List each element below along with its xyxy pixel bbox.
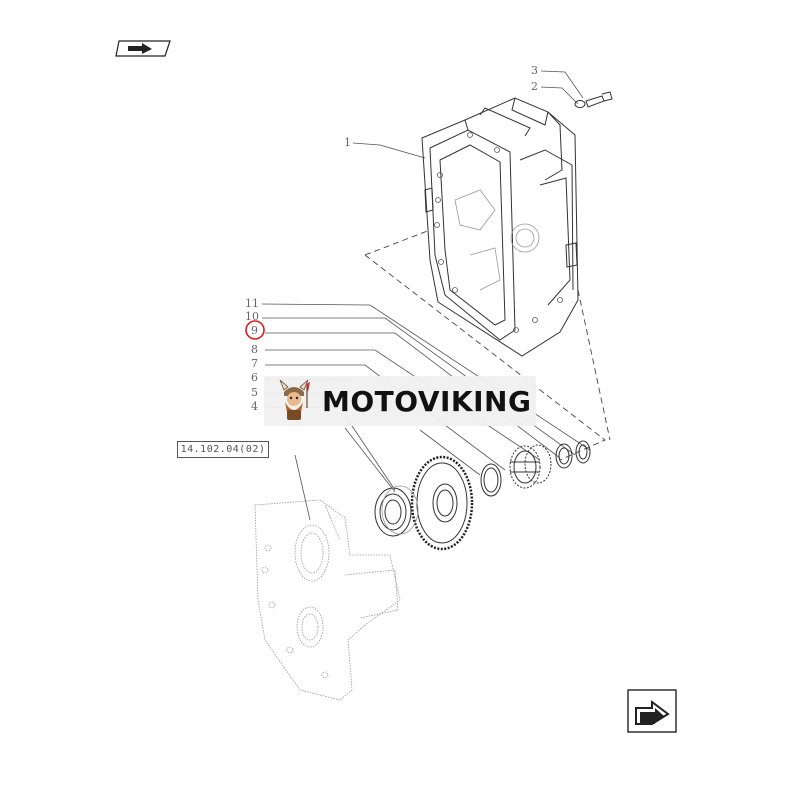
next-page-arrow-icon[interactable] [627, 689, 677, 733]
large-spur-gear [410, 455, 474, 551]
callout-11: 11 [245, 297, 259, 310]
callout-6: 6 [251, 371, 258, 384]
callout-3: 3 [531, 64, 538, 77]
callout-8: 8 [251, 343, 258, 356]
viking-mascot-icon [279, 379, 310, 420]
book-arrow-icon[interactable] [115, 40, 171, 57]
transmission-housing [421, 97, 579, 357]
spline-gear-small [509, 444, 552, 489]
callout-4: 4 [251, 400, 258, 413]
callout-1: 1 [344, 136, 351, 149]
seal-ring-small [575, 440, 591, 464]
callout-5: 5 [251, 386, 258, 399]
snap-ring [480, 463, 502, 497]
callout-9: 9 [251, 324, 258, 337]
callout-2: 2 [531, 80, 538, 93]
spacer-ring [555, 443, 573, 469]
callout-7: 7 [251, 357, 258, 370]
bearing [374, 485, 419, 537]
adjacent-housing [254, 499, 401, 701]
bolt-part [574, 91, 613, 108]
brand-banner: MOTOVIKING [264, 376, 536, 426]
callout-10: 10 [245, 310, 259, 323]
highlight-circle [245, 320, 265, 340]
brand-name: MOTOVIKING [322, 384, 532, 418]
reference-label[interactable]: 14.102.04(02) [177, 441, 269, 458]
